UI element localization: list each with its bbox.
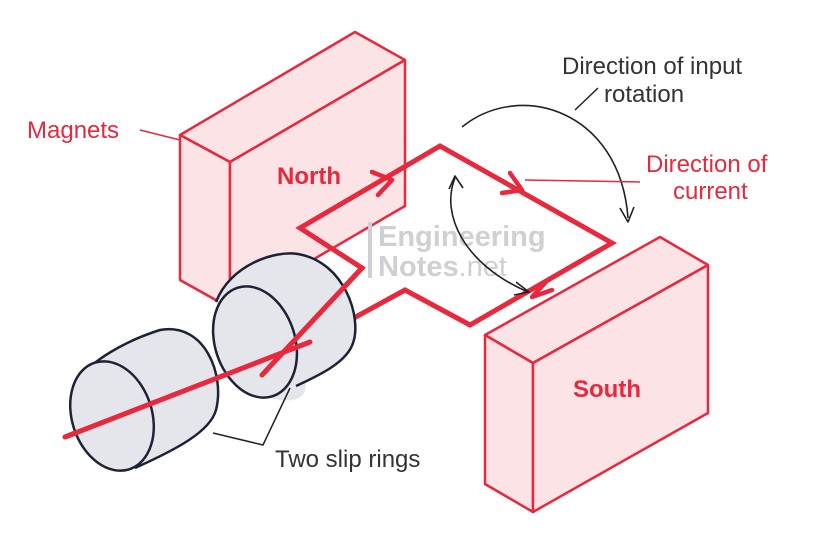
rotation-label-line2: rotation: [604, 81, 684, 108]
shaft-front-segment: [62, 339, 313, 440]
south-magnet-side-face: [483, 333, 535, 514]
watermark-notes: Notes: [378, 251, 459, 283]
rotation-arrowhead-inner-top: [448, 175, 464, 190]
south-label: South: [573, 376, 641, 403]
current-arrow-1: [369, 169, 395, 198]
current-label-line2: current: [673, 178, 748, 205]
rotation-leader: [574, 87, 599, 111]
slip-rings-label: Two slip rings: [275, 446, 420, 473]
shaft: [62, 265, 365, 440]
magnets-leader: [139, 129, 181, 141]
watermark-suffix: .net: [459, 251, 507, 283]
south-magnet: [483, 235, 710, 514]
north-magnet: [178, 30, 407, 310]
watermark: Engineering Notes.net: [368, 221, 546, 283]
north-label: North: [277, 163, 341, 190]
current-arrow-3: [529, 279, 555, 300]
current-arrow-2: [499, 170, 525, 196]
rotation-arrows: [448, 104, 635, 296]
south-magnet-front-face: [531, 263, 710, 514]
slip-ring-front: [68, 327, 220, 472]
leader-lines: [139, 87, 641, 446]
shaft-rear-segment: [259, 265, 365, 378]
north-magnet-front-face: [228, 58, 407, 310]
watermark-bar: [368, 222, 372, 278]
rotation-label-line1: Direction of input: [562, 53, 742, 80]
rotation-arc-inner: [450, 177, 529, 293]
rotation-arrowhead-outer: [619, 206, 635, 223]
magnets-label: Magnets: [27, 117, 119, 144]
current-label-line1: Direction of: [646, 151, 768, 178]
rotation-arrowhead-inner-bottom: [513, 281, 530, 296]
watermark-line2: Notes.net: [378, 251, 507, 283]
rotation-arc-outer: [461, 104, 629, 219]
north-magnet-side-face: [178, 133, 232, 310]
slip-rings-leader: [212, 387, 291, 446]
current-leader: [524, 179, 641, 183]
